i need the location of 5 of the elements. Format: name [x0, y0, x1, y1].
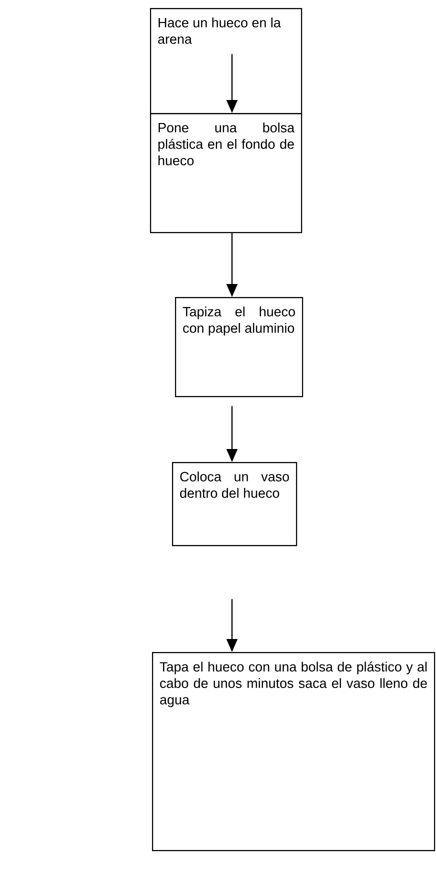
process-box: Hace un hueco en la arena: [150, 8, 302, 114]
process-box: Pone una bolsa plástica en el fondo de hueco: [150, 113, 302, 234]
process-box: Tapa el hueco con una bolsa de plástico y al cabo de unos minutos saca el vaso lleno de agua: [152, 652, 436, 852]
process-box: Tapiza el hueco con papel aluminio: [175, 297, 304, 398]
process-box: Coloca un vaso dentro del hueco: [172, 462, 298, 546]
